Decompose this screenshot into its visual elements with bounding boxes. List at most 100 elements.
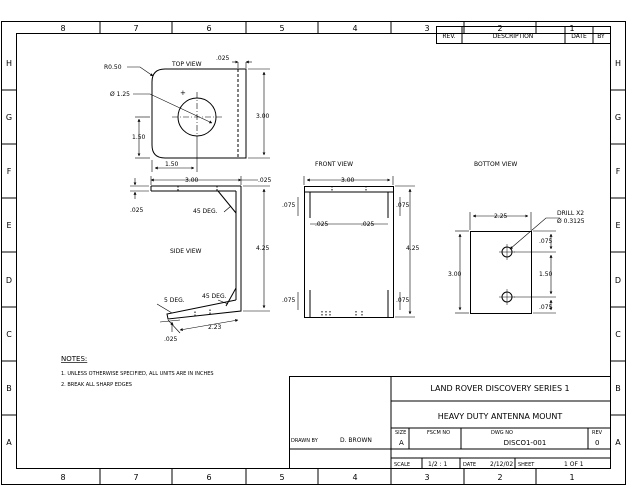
dim-front-mid-right: .025 (361, 221, 375, 228)
dwg-no-value: DISCO1-001 (504, 439, 547, 447)
side-view (130, 176, 270, 334)
front-view-title: FRONT VIEW (315, 161, 353, 168)
rev-label: REV (592, 430, 603, 436)
date-value: 2/12/02 (490, 461, 513, 468)
title-block-text: LAND ROVER DISCOVERY SERIES 1 HEAVY DUTY… (291, 384, 603, 468)
row-label: G (6, 113, 12, 122)
col-label: 6 (206, 24, 211, 33)
col-label: 1 (569, 473, 574, 482)
col-label: 4 (352, 473, 357, 482)
col-label: 6 (206, 473, 211, 482)
by-header: BY (597, 33, 605, 40)
radius-callout: R0.50 (104, 64, 122, 71)
row-label: A (6, 438, 12, 447)
svg-text:+: + (180, 89, 186, 97)
col-label: 5 (279, 24, 284, 33)
bottom-view (455, 212, 560, 314)
column-ticks (99, 21, 537, 485)
note-item: 2. BREAK ALL SHARP EDGES (61, 382, 132, 388)
scale-value: 1/2 : 1 (428, 461, 447, 468)
dim-hole-x: 1.50 (165, 161, 179, 168)
row-label: F (616, 167, 621, 176)
scale-label: SCALE (394, 462, 410, 468)
col-label: 5 (279, 473, 284, 482)
row-label: B (6, 384, 12, 393)
col-label: 3 (424, 473, 429, 482)
note-item: 1. UNLESS OTHERWISE SPECIFIED, ALL UNITS… (61, 371, 214, 377)
row-label: A (615, 438, 621, 447)
bottom-view-title: BOTTOM VIEW (474, 161, 517, 168)
dim-front-bottom-right: .075 (396, 297, 410, 304)
dim-side-left-thickness: .025 (130, 207, 144, 214)
revision-block: REV. DESCRIPTION DATE BY (436, 26, 611, 44)
row-label: C (615, 330, 621, 339)
row-ticks (1, 89, 626, 416)
row-labels-left: H G F E D C B A (6, 59, 12, 447)
dim-bottom-bottom: .075 (539, 304, 553, 311)
row-label: D (615, 276, 621, 285)
col-label: 2 (497, 473, 502, 482)
dim-side-top-length: 3.00 (185, 177, 199, 184)
dim-top-height: 3.00 (256, 113, 270, 120)
date-header: DATE (571, 33, 587, 40)
size-value: A (399, 439, 404, 447)
date-label: DATE (463, 462, 476, 468)
row-label: H (6, 59, 12, 68)
title-block (289, 376, 611, 469)
dim-front-top-right: .075 (396, 202, 410, 209)
description-header: DESCRIPTION (493, 33, 534, 40)
drawn-by-label: DRAWN BY (291, 438, 319, 444)
row-label: F (7, 167, 12, 176)
row-label: C (6, 330, 12, 339)
dim-bottom-mid: 1.50 (539, 271, 553, 278)
row-label: G (615, 113, 621, 122)
drawing-title: HEAVY DUTY ANTENNA MOUNT (438, 412, 563, 421)
dim-front-top-left: .075 (282, 202, 296, 209)
rev-header: REV. (442, 33, 455, 40)
bottom-view-labels: BOTTOM VIEW DRILL X2 Ø 0.3125 2.25 3.00 … (448, 161, 585, 311)
dim-top-thickness: .025 (216, 55, 230, 62)
row-label: E (6, 221, 11, 230)
drill-diameter: Ø 0.3125 (557, 218, 585, 225)
dim-front-height: 4.25 (406, 245, 420, 252)
drawn-by-value: D. BROWN (340, 437, 372, 444)
dim-front-bottom-left: .075 (282, 297, 296, 304)
col-label: 7 (133, 24, 138, 33)
dim-front-mid-left: .025 (315, 221, 329, 228)
drill-callout: DRILL X2 (557, 210, 584, 217)
dwg-no-label: DWG NO (491, 430, 513, 436)
dim-bottom-height: 3.00 (448, 271, 462, 278)
column-labels-top: 8 7 6 5 4 3 2 1 (60, 24, 574, 33)
top-view: + (127, 60, 270, 172)
notes-title: NOTES: (61, 355, 87, 363)
col-label: 2 (497, 24, 502, 33)
col-label: 3 (424, 24, 429, 33)
side-view-title: SIDE VIEW (170, 248, 202, 255)
column-labels-bottom: 8 7 6 5 4 3 2 1 (60, 473, 574, 482)
dim-foot-length: 2.23 (208, 324, 222, 331)
fscm-label: FSCM NO (427, 430, 450, 436)
top-view-labels: TOP VIEW R0.50 Ø 1.25 .025 3.00 1.50 1.5… (104, 55, 270, 168)
row-labels-right: H G F E D C B A (615, 59, 621, 447)
size-label: SIZE (395, 430, 406, 436)
col-label: 4 (352, 24, 357, 33)
col-label: 1 (569, 24, 574, 33)
side-view-labels: SIDE VIEW 3.00 .025 .025 45 DEG. 4.25 5 … (130, 177, 272, 343)
row-label: E (615, 221, 620, 230)
col-label: 8 (60, 24, 65, 33)
dim-side-top-thickness: .025 (258, 177, 272, 184)
row-label: D (6, 276, 12, 285)
col-label: 7 (133, 473, 138, 482)
dim-bottom-width: 2.25 (494, 213, 508, 220)
company-title: LAND ROVER DISCOVERY SERIES 1 (430, 384, 569, 393)
rev-value: 0 (595, 439, 599, 447)
hole-diameter-callout: Ø 1.25 (110, 91, 130, 98)
angle-top-gusset: 45 DEG. (193, 208, 218, 215)
top-view-title: TOP VIEW (171, 61, 202, 68)
dim-front-width: 3.00 (341, 177, 355, 184)
sheet-value: 1 OF 1 (564, 461, 584, 468)
sheet-label: SHEET (518, 462, 535, 468)
notes: NOTES: 1. UNLESS OTHERWISE SPECIFIED, AL… (61, 355, 214, 388)
